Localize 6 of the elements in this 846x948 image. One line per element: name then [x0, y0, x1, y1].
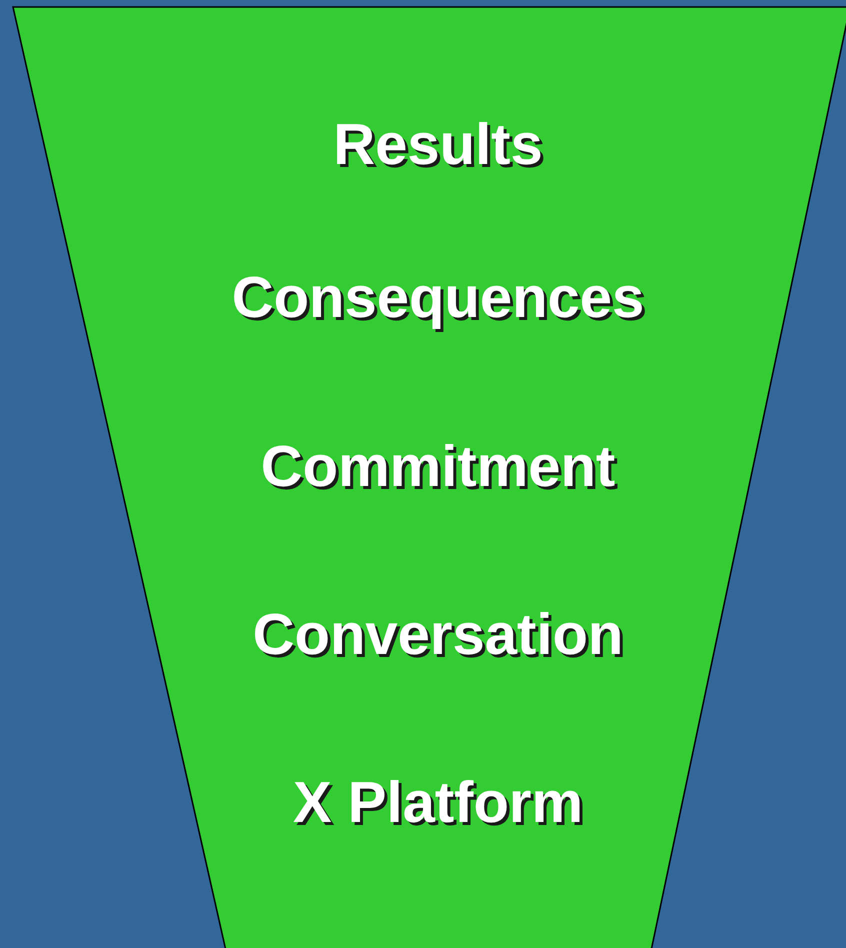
funnel-level-label: Consequences [230, 264, 646, 332]
funnel-level-label: Commitment [260, 433, 616, 501]
funnel-level-label: X Platform [292, 769, 584, 837]
funnel-level-label: Results [332, 111, 544, 179]
funnel-level-label: Conversation [252, 601, 624, 669]
funnel-shape [10, 5, 846, 948]
